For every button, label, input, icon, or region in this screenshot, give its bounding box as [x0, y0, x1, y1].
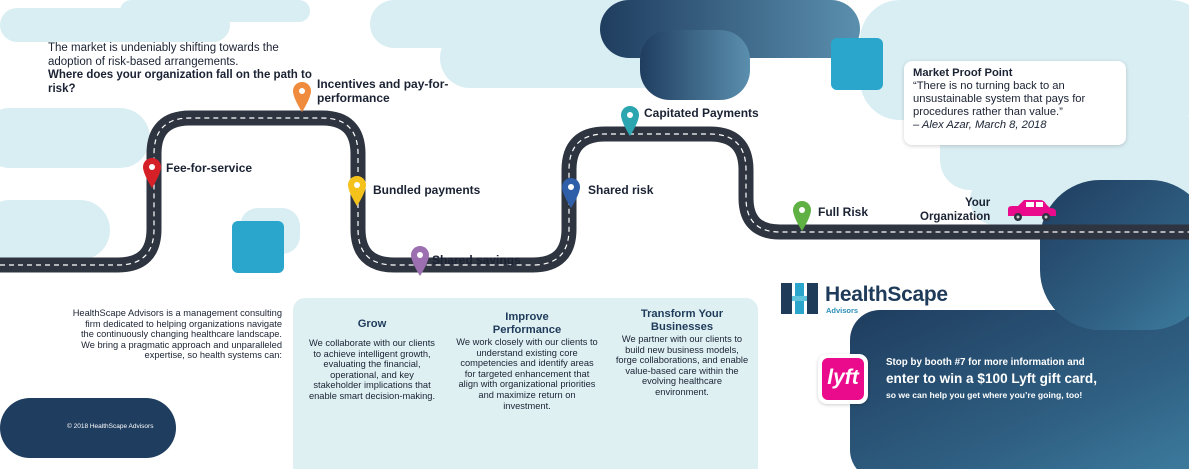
map-pin-icon	[411, 246, 429, 276]
your-organization-line2: Organization	[920, 211, 991, 223]
teal-square	[232, 221, 284, 273]
stage-label-incentives: Incentives and pay-for-performance	[317, 77, 449, 105]
cta-line1: Stop by booth #7 for more information an…	[886, 357, 1085, 368]
pillar-title: Grow	[357, 318, 387, 330]
map-pin-icon	[562, 178, 580, 208]
stage-label-capitated-payments: Capitated Payments	[644, 106, 759, 120]
lyft-logo-icon: lyft	[818, 354, 868, 404]
proof-title: Market Proof Point	[913, 67, 1013, 79]
healthscape-logo-icon	[781, 283, 818, 314]
healthscape-logo-name: HealthScape	[825, 283, 948, 306]
map-pin-icon	[793, 201, 811, 231]
cta-line3: so we can help you get where you’re goin…	[886, 390, 1083, 400]
stage-label-shared-risk: Shared risk	[588, 183, 654, 197]
pillar-improve-performance: Improve Performance We work closely with…	[456, 311, 598, 411]
stage-label-bundled-payments: Bundled payments	[373, 183, 481, 197]
about-text: HealthScape Advisors is a management con…	[72, 308, 282, 361]
pillar-title: Improve Performance	[492, 311, 562, 336]
copyright: © 2018 HealthScape Advisors	[67, 423, 154, 430]
proof-quote: “There is no turning back to an unsustai…	[913, 80, 1086, 118]
lyft-logo-text: lyft	[822, 358, 864, 400]
map-pin-icon	[293, 82, 311, 112]
pillar-body: We work closely with our clients to unde…	[456, 337, 598, 411]
pillar-body: We collaborate with our clients to achie…	[308, 338, 436, 401]
pillars-panel: Grow We collaborate with our clients to …	[293, 298, 758, 469]
your-organization-line1: Your	[964, 197, 991, 209]
map-pin-icon	[621, 106, 639, 136]
road	[0, 110, 1189, 273]
healthscape-logo-sub: Advisors	[826, 306, 859, 315]
your-organization-label: Your Organization	[920, 196, 990, 224]
pillar-grow: Grow We collaborate with our clients to …	[307, 318, 437, 402]
stage-label-shared-savings: Shared savings	[432, 253, 521, 267]
intro-text: The market is undeniably shifting toward…	[48, 42, 318, 96]
stage-label-fee-for-service: Fee-for-service	[166, 161, 253, 175]
teal-square	[831, 38, 883, 90]
cta-line2: enter to win a $100 Lyft gift card,	[886, 371, 1098, 386]
intro-statement: The market is undeniably shifting toward…	[48, 42, 279, 68]
proof-author: – Alex Azar, March 8, 2018	[913, 119, 1047, 131]
market-proof-point-card: Market Proof Point “There is no turning …	[904, 61, 1126, 145]
stage-label-full-risk: Full Risk	[818, 205, 869, 219]
pillar-transform: Transform Your Businesses We partner wit…	[615, 308, 749, 398]
booth-cta: Stop by booth #7 for more information an…	[886, 357, 1146, 400]
pillar-title: Transform Your Businesses	[640, 308, 724, 333]
pillar-body: We partner with our clients to build new…	[615, 334, 749, 397]
map-pin-icon	[143, 158, 161, 188]
map-pin-icon	[348, 176, 366, 206]
car-icon	[1008, 200, 1056, 221]
intro-question: Where does your organization fall on the…	[48, 69, 312, 95]
